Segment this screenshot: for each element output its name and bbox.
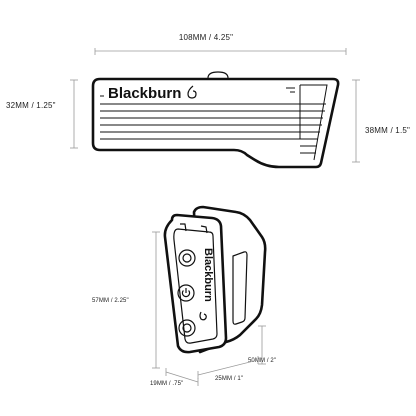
power-icon [181,288,191,298]
rear-height-label: 32MM / 1.25" [6,101,56,110]
face-height-dimension: 57MM / 2.25" [92,231,160,369]
front-width-dimension: 19MM / .75" [150,368,199,387]
rear-height-dimension: 32MM / 1.25" [6,79,78,149]
bottom-depth-dimension: 25MM / 1" [197,356,259,382]
front-height-label: 38MM / 1.5" [365,126,410,135]
face-tab-right [200,225,208,234]
bottom-depth-label: 25MM / 1" [215,376,243,382]
blackburn-mark-icon [187,85,197,99]
led-top [178,249,196,267]
front-blackburn-mark-icon [199,311,207,321]
front-height-dimension: 38MM / 1.5" [352,79,410,163]
face-tab-left [180,223,187,232]
cooling-fins [100,84,328,161]
length-label: 108MM / 4.25" [179,33,233,42]
front-inner-panel [173,228,218,344]
front-brand-logo: Blackburn [202,248,214,302]
length-dimension: 108MM / 4.25" [94,33,347,55]
power-button [177,284,195,302]
side-depth-label: 50MM / 2" [248,358,276,364]
face-height-label: 57MM / 2.25" [92,298,129,304]
side-depth-dimension: 50MM / 2" [248,325,276,365]
light-front-view: Blackburn [163,205,267,354]
side-body-outline [91,77,340,169]
front-width-label: 19MM / .75" [150,381,183,387]
top-button [207,71,229,79]
front-face [163,213,228,354]
strap-mount [232,251,248,325]
led-bottom [178,319,196,337]
side-brand-logo: Blackburn [108,85,181,102]
light-side-view: Blackburn [91,71,340,169]
